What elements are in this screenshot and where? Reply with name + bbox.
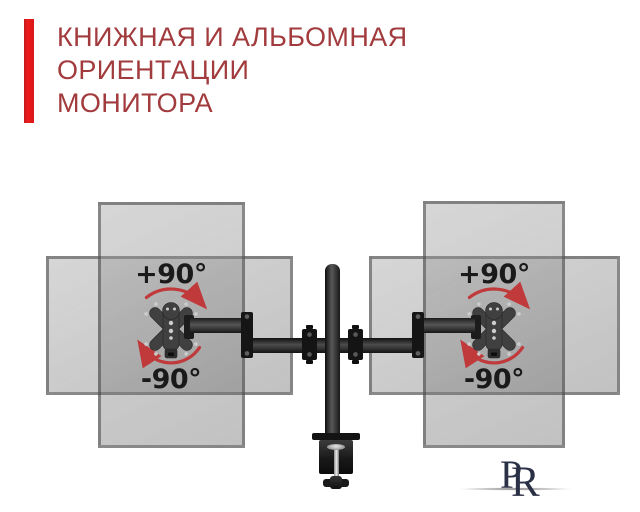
- rotation-label-minus-right: -90°: [463, 364, 525, 395]
- title-line-1: КНИЖНАЯ И АЛЬБОМНАЯ: [57, 22, 408, 52]
- rotate-counterclockwise-arrow-icon: [460, 339, 525, 369]
- logo-letter-p: P: [500, 452, 522, 497]
- arm-elbow-left: [241, 312, 253, 358]
- mount-arm-right: [421, 318, 475, 333]
- vesa-holes: [144, 302, 198, 356]
- rotation-group-right: [460, 281, 531, 369]
- clamp-knob-hub: [330, 476, 342, 489]
- logo-underline: [438, 487, 593, 491]
- pole-bracket-right: [348, 325, 363, 364]
- clamp-screw: [334, 449, 339, 480]
- mount-pole: [325, 264, 340, 437]
- arm-elbow-right: [412, 312, 424, 358]
- accent-bar: [24, 19, 34, 123]
- clamp-disc: [327, 444, 345, 450]
- title-line-3: МОНИТОРА: [57, 88, 214, 118]
- rotation-label-plus-left: +90°: [135, 259, 207, 290]
- title-line-2: ОРИЕНТАЦИИ: [57, 55, 250, 85]
- rotate-clockwise-arrow-icon: [467, 281, 531, 310]
- page-title: КНИЖНАЯ И АЛЬБОМНАЯ ОРИЕНТАЦИИ МОНИТОРА: [57, 21, 487, 120]
- vesa-holes: [467, 302, 521, 356]
- plate-connector-left: [184, 315, 194, 339]
- rotation-label-minus-left: -90°: [140, 364, 202, 395]
- mount-arm-left: [190, 318, 244, 333]
- plate-connector-right: [471, 315, 481, 339]
- brand-logo: P R: [500, 452, 540, 502]
- rotation-group-left: [137, 281, 208, 369]
- rotate-clockwise-arrow-icon: [144, 281, 208, 310]
- rotation-label-plus-right: +90°: [458, 259, 530, 290]
- desk-flange: [312, 433, 360, 440]
- pole-bracket-left: [302, 325, 317, 364]
- rotate-counterclockwise-arrow-icon: [137, 339, 202, 369]
- logo-letter-r: R: [511, 459, 540, 502]
